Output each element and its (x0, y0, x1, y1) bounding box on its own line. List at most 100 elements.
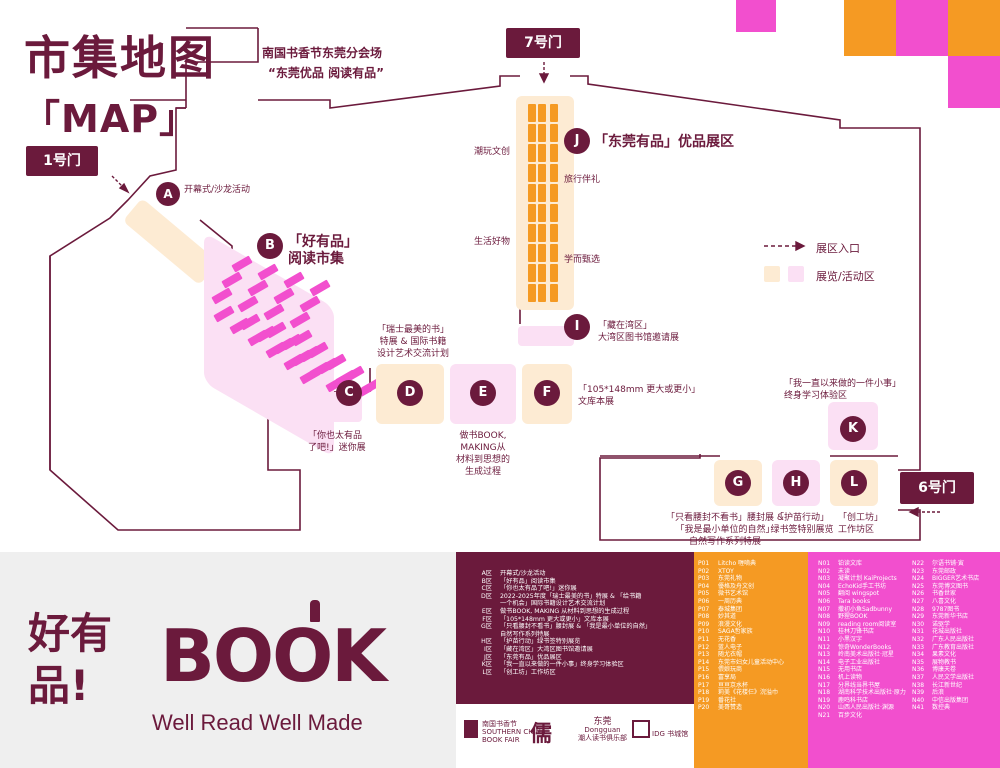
list-item-key: P17 (698, 681, 710, 689)
booth-marker[interactable] (538, 244, 546, 262)
zone-j-marker[interactable]: J (564, 128, 590, 154)
booth-marker[interactable] (528, 264, 536, 282)
zone-l-marker[interactable]: L (841, 470, 867, 496)
zone-i-label-line: 大湾区图书馆邀请展 (598, 333, 680, 343)
booth-marker[interactable] (528, 144, 536, 162)
booth-marker[interactable] (538, 144, 546, 162)
decor-tile (948, 56, 1000, 108)
zone-d-marker[interactable]: D (397, 380, 423, 406)
booth-marker[interactable] (538, 104, 546, 122)
list-item: B区「好有品」阅读市集 (460, 578, 651, 586)
booth-marker[interactable] (528, 204, 536, 222)
zone-e-label: 做书BOOK, MAKING从 材料到思想的 生成过程 (442, 430, 524, 478)
booth-marker[interactable] (550, 124, 558, 142)
booth-marker[interactable] (550, 184, 558, 202)
zone-k-label: 「我一直以来做的一件小事」 终身学习体验区 (784, 378, 901, 402)
list-item-value: 人民文学出版社 (932, 673, 975, 681)
list-item-key: P08 (698, 613, 710, 621)
list-item-key: D区 (481, 592, 492, 600)
zone-f-marker[interactable]: F (534, 380, 560, 406)
zone-f-label-line: 文库本展 (578, 397, 615, 407)
booth-marker[interactable] (550, 164, 558, 182)
list-item: L区「创工坊」工作坊区 (460, 669, 651, 677)
booth-marker[interactable] (528, 124, 536, 142)
zone-k-label-line: 终身学习体验区 (784, 391, 848, 401)
logo-text-line: 潮人读书俱乐部 (578, 734, 627, 742)
zone-h-marker[interactable]: H (783, 470, 809, 496)
list-item-value: SAGA哲家族 (718, 628, 753, 636)
list-item-key: N28 (912, 605, 925, 613)
list-item-key: N16 (818, 673, 831, 681)
booth-marker[interactable] (550, 284, 558, 302)
booth-marker[interactable] (538, 224, 546, 242)
booth-marker[interactable] (528, 244, 536, 262)
booth-marker[interactable] (550, 204, 558, 222)
list-item-value: 泰城集团 (718, 605, 743, 613)
list-item-key: P05 (698, 590, 710, 598)
zone-i-label-line: 「藏在湾区」 (598, 321, 653, 331)
list-item-value: 富享局 (718, 673, 737, 681)
booth-marker[interactable] (538, 284, 546, 302)
list-item-key: N06 (818, 597, 831, 605)
list-item-key: N08 (818, 613, 831, 621)
booth-marker[interactable] (528, 224, 536, 242)
booth-marker[interactable] (528, 104, 536, 122)
zone-g-marker[interactable]: G (725, 470, 751, 496)
zone-e-marker[interactable]: E (470, 380, 496, 406)
booth-marker[interactable] (538, 204, 546, 222)
area-label-lvxing: 旅行伴礼 (564, 175, 601, 185)
zone-b-label-line: 「好有品」 (288, 234, 358, 250)
list-item-key: P06 (698, 597, 710, 605)
booth-marker[interactable] (550, 104, 558, 122)
zone-c-marker[interactable]: C (336, 380, 362, 406)
booth-marker[interactable] (538, 184, 546, 202)
booth-marker[interactable] (550, 264, 558, 282)
booth-marker[interactable] (528, 164, 536, 182)
southern-china-book-fair-logo-icon (464, 720, 478, 738)
list-item: G区「只看腰封不看书」腰封展 & 「我是最小单位的自然」 (460, 623, 651, 631)
zone-a-marker[interactable]: A (156, 182, 180, 206)
list-item-key: K区 (481, 661, 492, 669)
booth-marker[interactable] (550, 244, 558, 262)
brand-logo: BOOK (160, 614, 387, 698)
booth-marker[interactable] (538, 264, 546, 282)
zone-b-marker[interactable]: B (257, 233, 283, 259)
logo-1-text: 南国书香节 SOUTHERN CHINA BOOK FAIR (482, 720, 546, 744)
list-item-key: P13 (698, 651, 710, 659)
list-item-value: 「好有品」阅读市集 (500, 577, 556, 585)
zone-k-marker[interactable]: K (840, 416, 866, 442)
list-item-key: C区 (481, 585, 492, 593)
booth-marker[interactable] (538, 164, 546, 182)
booth-marker[interactable] (528, 284, 536, 302)
list-item-key: N31 (912, 628, 925, 636)
list-item-key: P11 (698, 635, 710, 643)
booth-marker[interactable] (528, 184, 536, 202)
zone-i-marker[interactable]: I (564, 314, 590, 340)
list-item-key: N04 (818, 582, 831, 590)
list-item-key: P01 (698, 560, 710, 567)
list-item-key: N22 (912, 560, 925, 567)
booth-marker[interactable] (550, 144, 558, 162)
list-item-value: 广东教育出版社 (932, 643, 975, 651)
zone-j-label: 「东莞有品」优品展区 (594, 134, 734, 150)
booth-marker[interactable] (538, 124, 546, 142)
list-item-key: N12 (818, 643, 831, 651)
list-item-key: N38 (912, 681, 925, 689)
booth-marker[interactable] (550, 224, 558, 242)
zone-d-label: 「瑞士最美的书」 特展 & 国际书籍 设计艺术交流计划 (368, 324, 458, 360)
list-item-value: BIGGER艺术书店 (932, 575, 980, 583)
list-item: H区「护苗行动」绿书签特别展览 (460, 638, 651, 646)
zone-b-label: 「好有品」 阅读市集 (288, 234, 358, 268)
